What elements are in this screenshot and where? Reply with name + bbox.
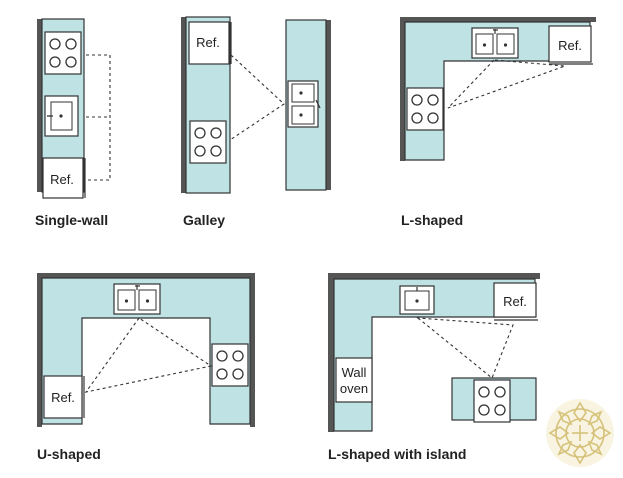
- caption-u-shaped: U-shaped: [37, 446, 101, 462]
- single-wall-ref-label: Ref.: [50, 172, 74, 187]
- l-shaped-counter: [404, 21, 591, 161]
- single-wall-sink-icon: [44, 95, 79, 137]
- l-island-sink-icon: [399, 285, 435, 315]
- u-shaped-stove-icon: [211, 343, 249, 387]
- l-shaped-sink-icon: [471, 27, 519, 59]
- l-island-refrigerator: Ref.: [493, 282, 538, 321]
- caption-single-wall: Single-wall: [35, 212, 109, 228]
- u-shaped-work-triangle: [84, 317, 213, 393]
- l-shaped-layout: Ref.: [400, 17, 596, 161]
- lotus-logo-icon: [546, 399, 614, 467]
- l-island-ref-label: Ref.: [503, 294, 527, 309]
- single-wall-work-triangle: [86, 54, 111, 181]
- galley-layout: Ref.: [181, 16, 331, 194]
- u-shaped-counter: [41, 277, 251, 425]
- u-shaped-sink-icon: [113, 283, 161, 315]
- l-island-stove-icon: [473, 379, 511, 423]
- galley-work-triangle: [229, 54, 285, 141]
- l-island-work-triangle: [416, 317, 514, 379]
- u-shaped-ref-label: Ref.: [51, 390, 75, 405]
- galley-right-wall: [326, 20, 331, 190]
- galley-ref-label: Ref.: [196, 35, 220, 50]
- l-shaped-work-triangle: [447, 59, 566, 109]
- l-shaped-ref-label: Ref.: [558, 38, 582, 53]
- wall-oven-label-line2: oven: [340, 381, 368, 396]
- caption-l-shaped-with-island: L-shaped with island: [328, 446, 467, 462]
- u-shaped-refrigerator: Ref.: [43, 375, 85, 419]
- wall-oven-label-line1: Wall: [342, 365, 367, 380]
- l-island-layout: Ref. Wall oven: [328, 273, 540, 432]
- galley-refrigerator: Ref.: [188, 21, 232, 65]
- single-wall-refrigerator: Ref.: [42, 157, 86, 199]
- l-shaped-refrigerator: Ref.: [548, 25, 593, 65]
- galley-stove-icon: [189, 120, 227, 164]
- caption-galley: Galley: [183, 212, 226, 228]
- l-shaped-stove-icon: [406, 87, 444, 131]
- caption-l-shaped: L-shaped: [401, 212, 464, 228]
- galley-sink-icon: [287, 80, 321, 128]
- u-shaped-layout: Ref.: [37, 273, 255, 427]
- single-wall-layout: Ref.: [37, 18, 111, 199]
- single-wall-back-wall: [37, 19, 42, 192]
- single-wall-stove-icon: [44, 31, 82, 75]
- l-island-wall-oven: Wall oven: [335, 357, 373, 403]
- l-island-counter: [333, 278, 536, 432]
- galley-left-wall: [181, 17, 186, 193]
